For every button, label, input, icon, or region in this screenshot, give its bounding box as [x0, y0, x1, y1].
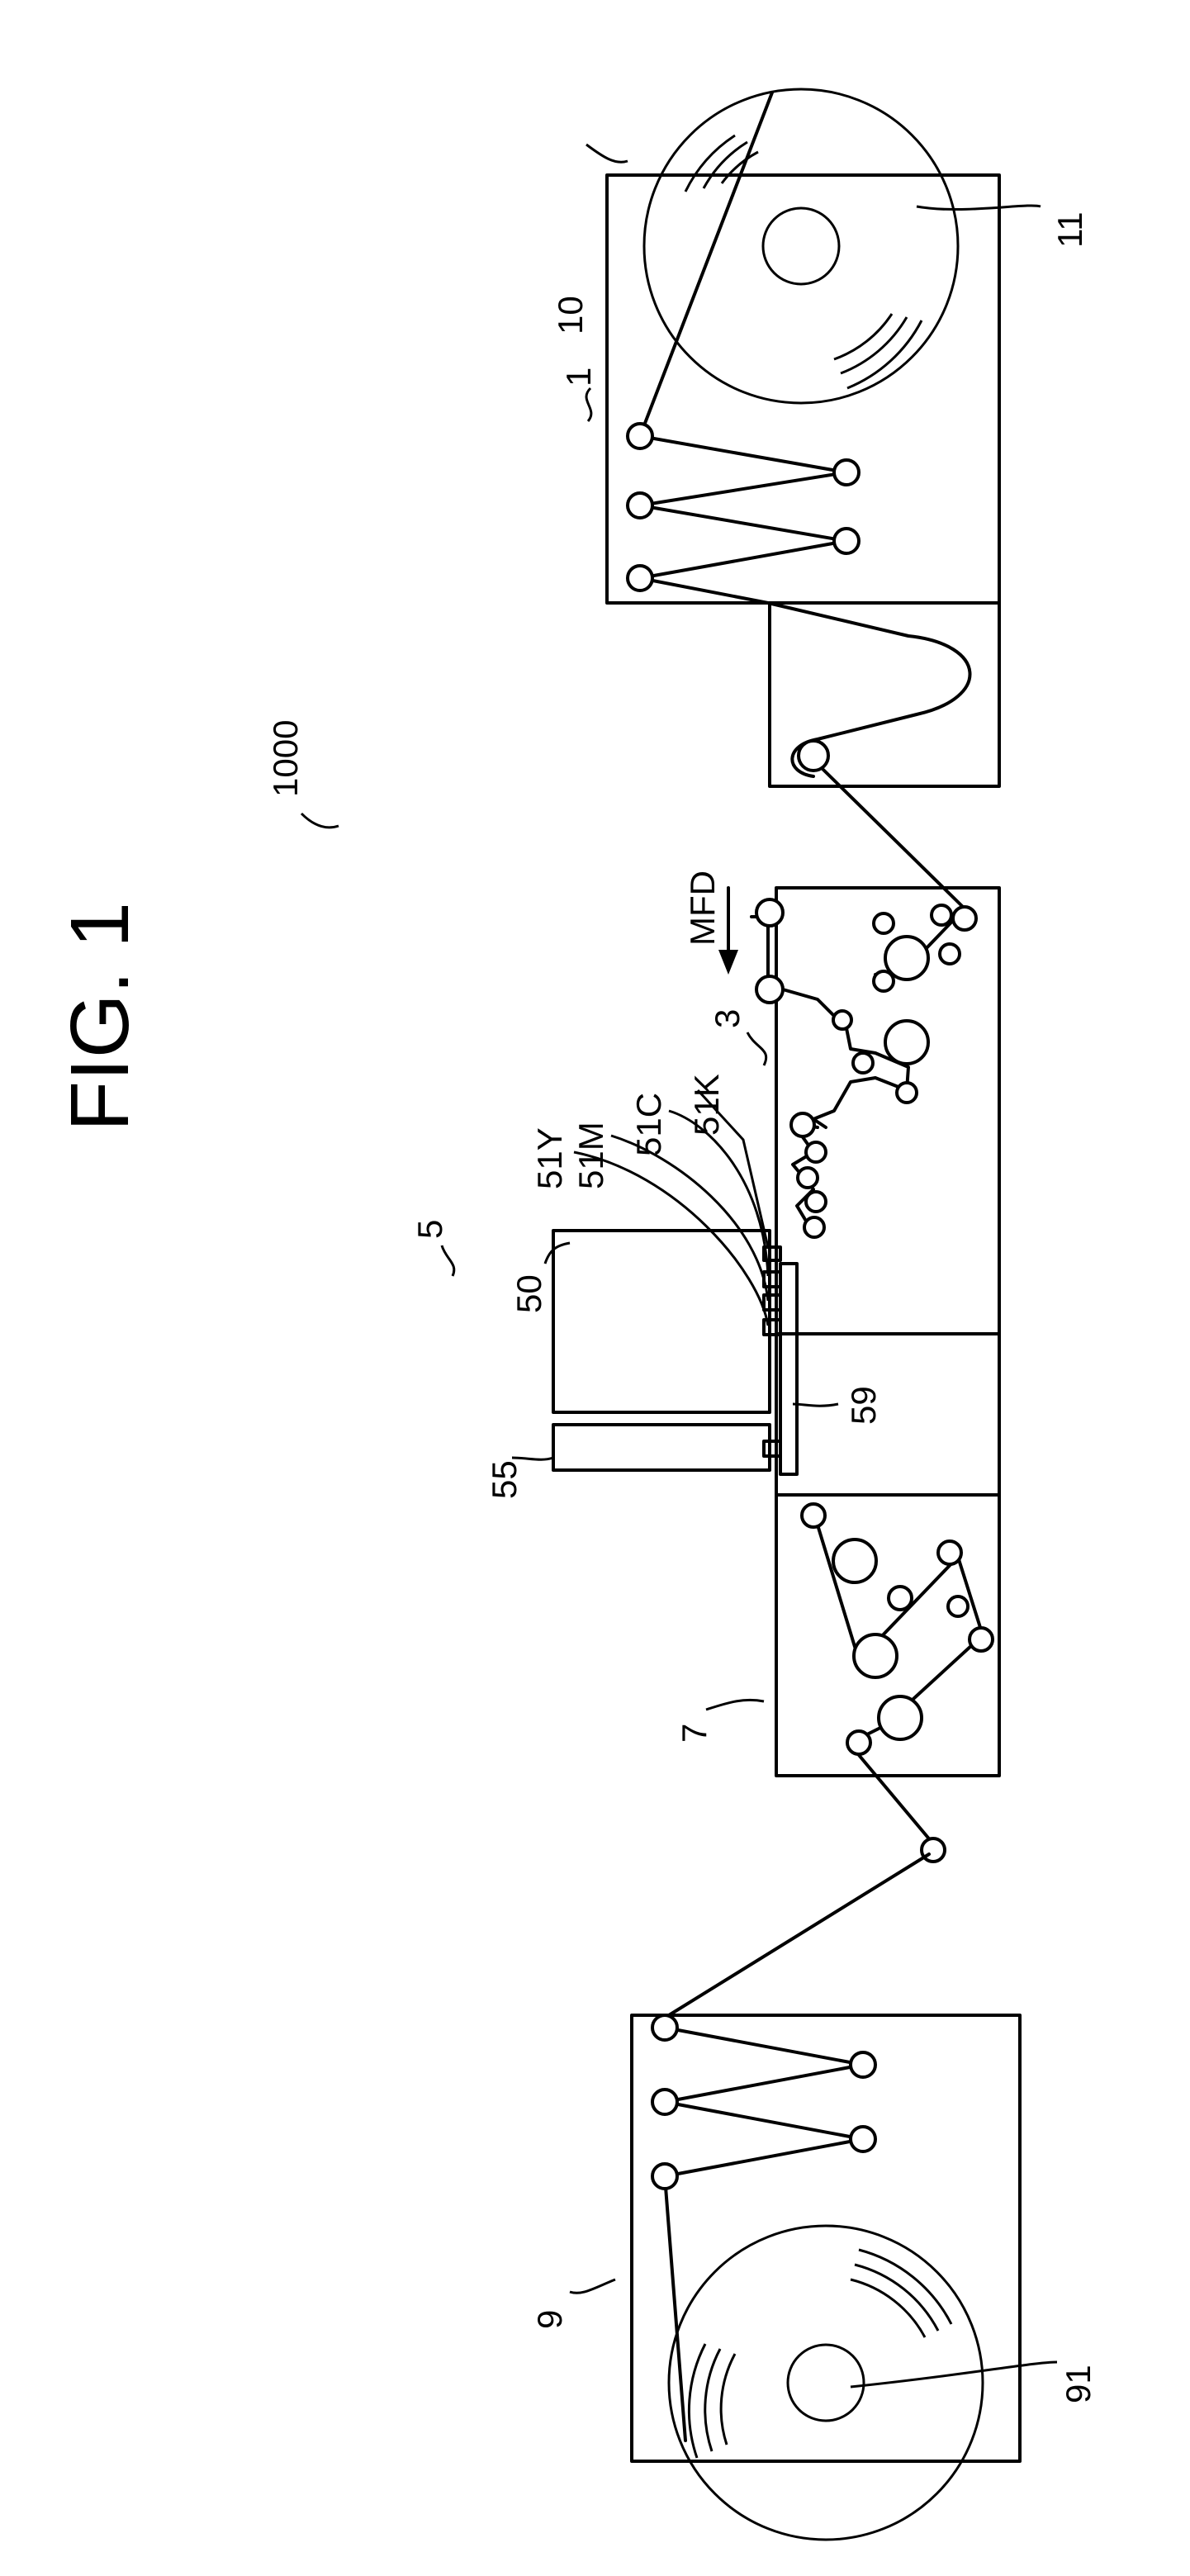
label-11: 11 — [1050, 211, 1089, 248]
winder-unit — [632, 1854, 1020, 2540]
label-91: 91 — [1059, 2365, 1098, 2403]
buffer-box — [768, 603, 999, 908]
platen-59 — [780, 1264, 797, 1474]
label-50: 50 — [510, 1274, 548, 1313]
label-1: 1 — [559, 368, 598, 387]
system-ref-label: 1000 — [266, 720, 305, 797]
label-10: 10 — [551, 296, 590, 334]
dryer-unit — [776, 1495, 999, 1862]
label-51k: 51K — [687, 1074, 726, 1136]
label-55: 55 — [485, 1460, 524, 1499]
leader-lines — [301, 145, 1057, 2387]
label-51c: 51C — [629, 1093, 668, 1156]
direction-label: MFD — [683, 871, 722, 946]
label-59: 59 — [844, 1386, 883, 1425]
label-9: 9 — [530, 2310, 569, 2329]
labels: FIG. 1 1000 MFD 1 10 11 3 5 50 51Y 51M 5… — [54, 211, 1098, 2403]
figure-title: FIG. 1 — [54, 902, 146, 1131]
label-5: 5 — [410, 1220, 449, 1239]
preprocess-unit — [751, 888, 999, 1334]
feeder-unit — [607, 89, 999, 603]
print-unit — [553, 1231, 999, 1495]
label-3: 3 — [708, 1009, 747, 1028]
label-51m: 51M — [571, 1122, 610, 1189]
label-51y: 51Y — [530, 1127, 569, 1189]
label-7: 7 — [675, 1724, 714, 1743]
